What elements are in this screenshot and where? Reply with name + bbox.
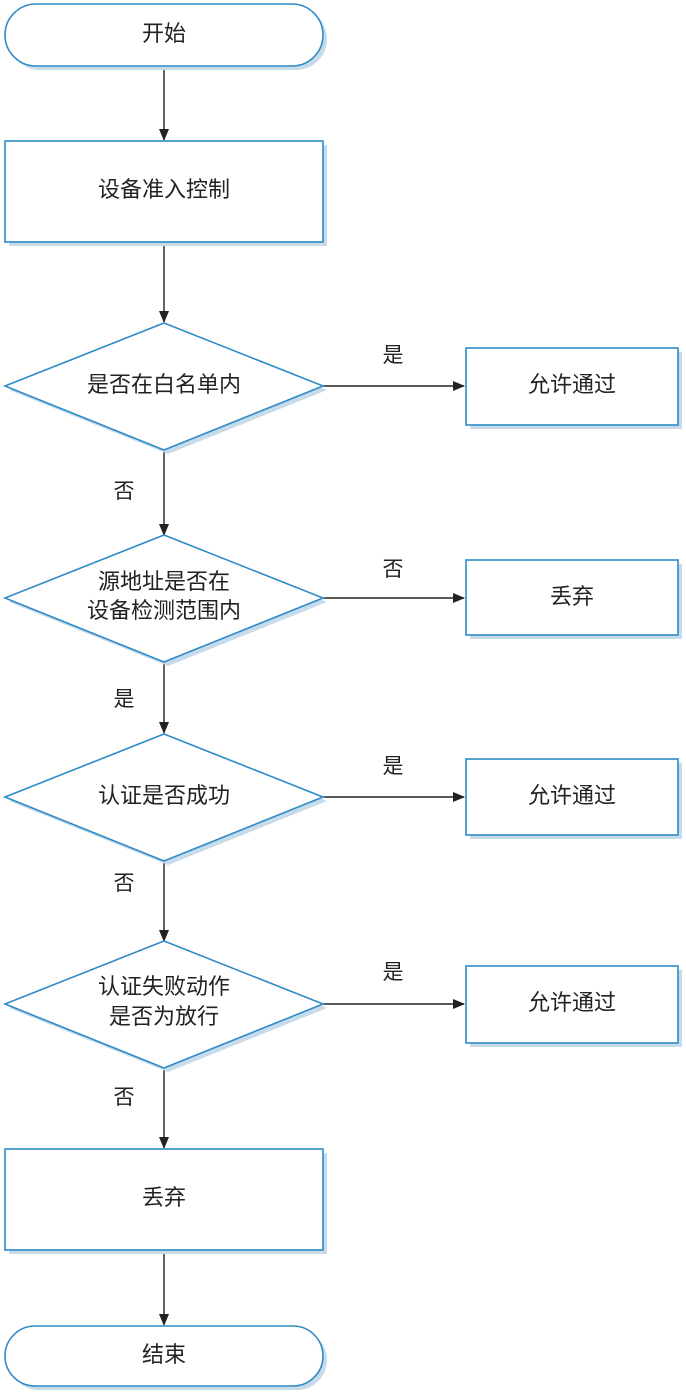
range-decision-label-line1: 源地址是否在 xyxy=(98,570,230,595)
range-decision-label-line2: 设备检测范围内 xyxy=(87,599,241,624)
allow-node-3: 允许通过 xyxy=(465,965,682,1047)
start-label: 开始 xyxy=(142,22,186,47)
auth-decision-label: 认证是否成功 xyxy=(98,784,230,809)
auth-yes-label: 是 xyxy=(383,754,404,778)
drop-node-2: 丢弃 xyxy=(4,1148,327,1254)
range-decision: 源地址是否在 设备检测范围内 xyxy=(2,534,327,666)
fail-action-decision-label-line2: 是否为放行 xyxy=(109,1005,219,1030)
range-no-label: 否 xyxy=(383,557,404,581)
drop-label-1: 丢弃 xyxy=(550,585,594,610)
allow-node-1: 允许通过 xyxy=(465,347,682,429)
whitelist-decision-label: 是否在白名单内 xyxy=(87,373,241,398)
allow-node-2: 允许通过 xyxy=(465,758,682,839)
allow-label-3: 允许通过 xyxy=(528,991,616,1016)
drop-label-2: 丢弃 xyxy=(142,1186,186,1211)
end-label: 结束 xyxy=(142,1343,186,1368)
fail-action-decision-label-line1: 认证失败动作 xyxy=(98,975,230,1000)
end-node: 结束 xyxy=(4,1325,327,1390)
allow-label-2: 允许通过 xyxy=(528,784,616,809)
whitelist-yes-label: 是 xyxy=(383,343,404,367)
fail-action-no-label: 否 xyxy=(114,1085,135,1109)
fail-action-yes-label: 是 xyxy=(383,960,404,984)
device-access-control-node: 设备准入控制 xyxy=(4,140,327,246)
auth-decision: 认证是否成功 xyxy=(2,733,327,865)
drop-node-1: 丢弃 xyxy=(465,559,682,639)
allow-label-1: 允许通过 xyxy=(528,373,616,398)
device-access-control-label: 设备准入控制 xyxy=(98,178,230,203)
start-node: 开始 xyxy=(4,3,327,70)
range-yes-label: 是 xyxy=(114,687,135,711)
auth-no-label: 否 xyxy=(114,871,135,895)
whitelist-no-label: 否 xyxy=(114,479,135,503)
whitelist-decision: 是否在白名单内 xyxy=(2,322,327,454)
fail-action-decision: 认证失败动作 是否为放行 xyxy=(2,940,327,1072)
